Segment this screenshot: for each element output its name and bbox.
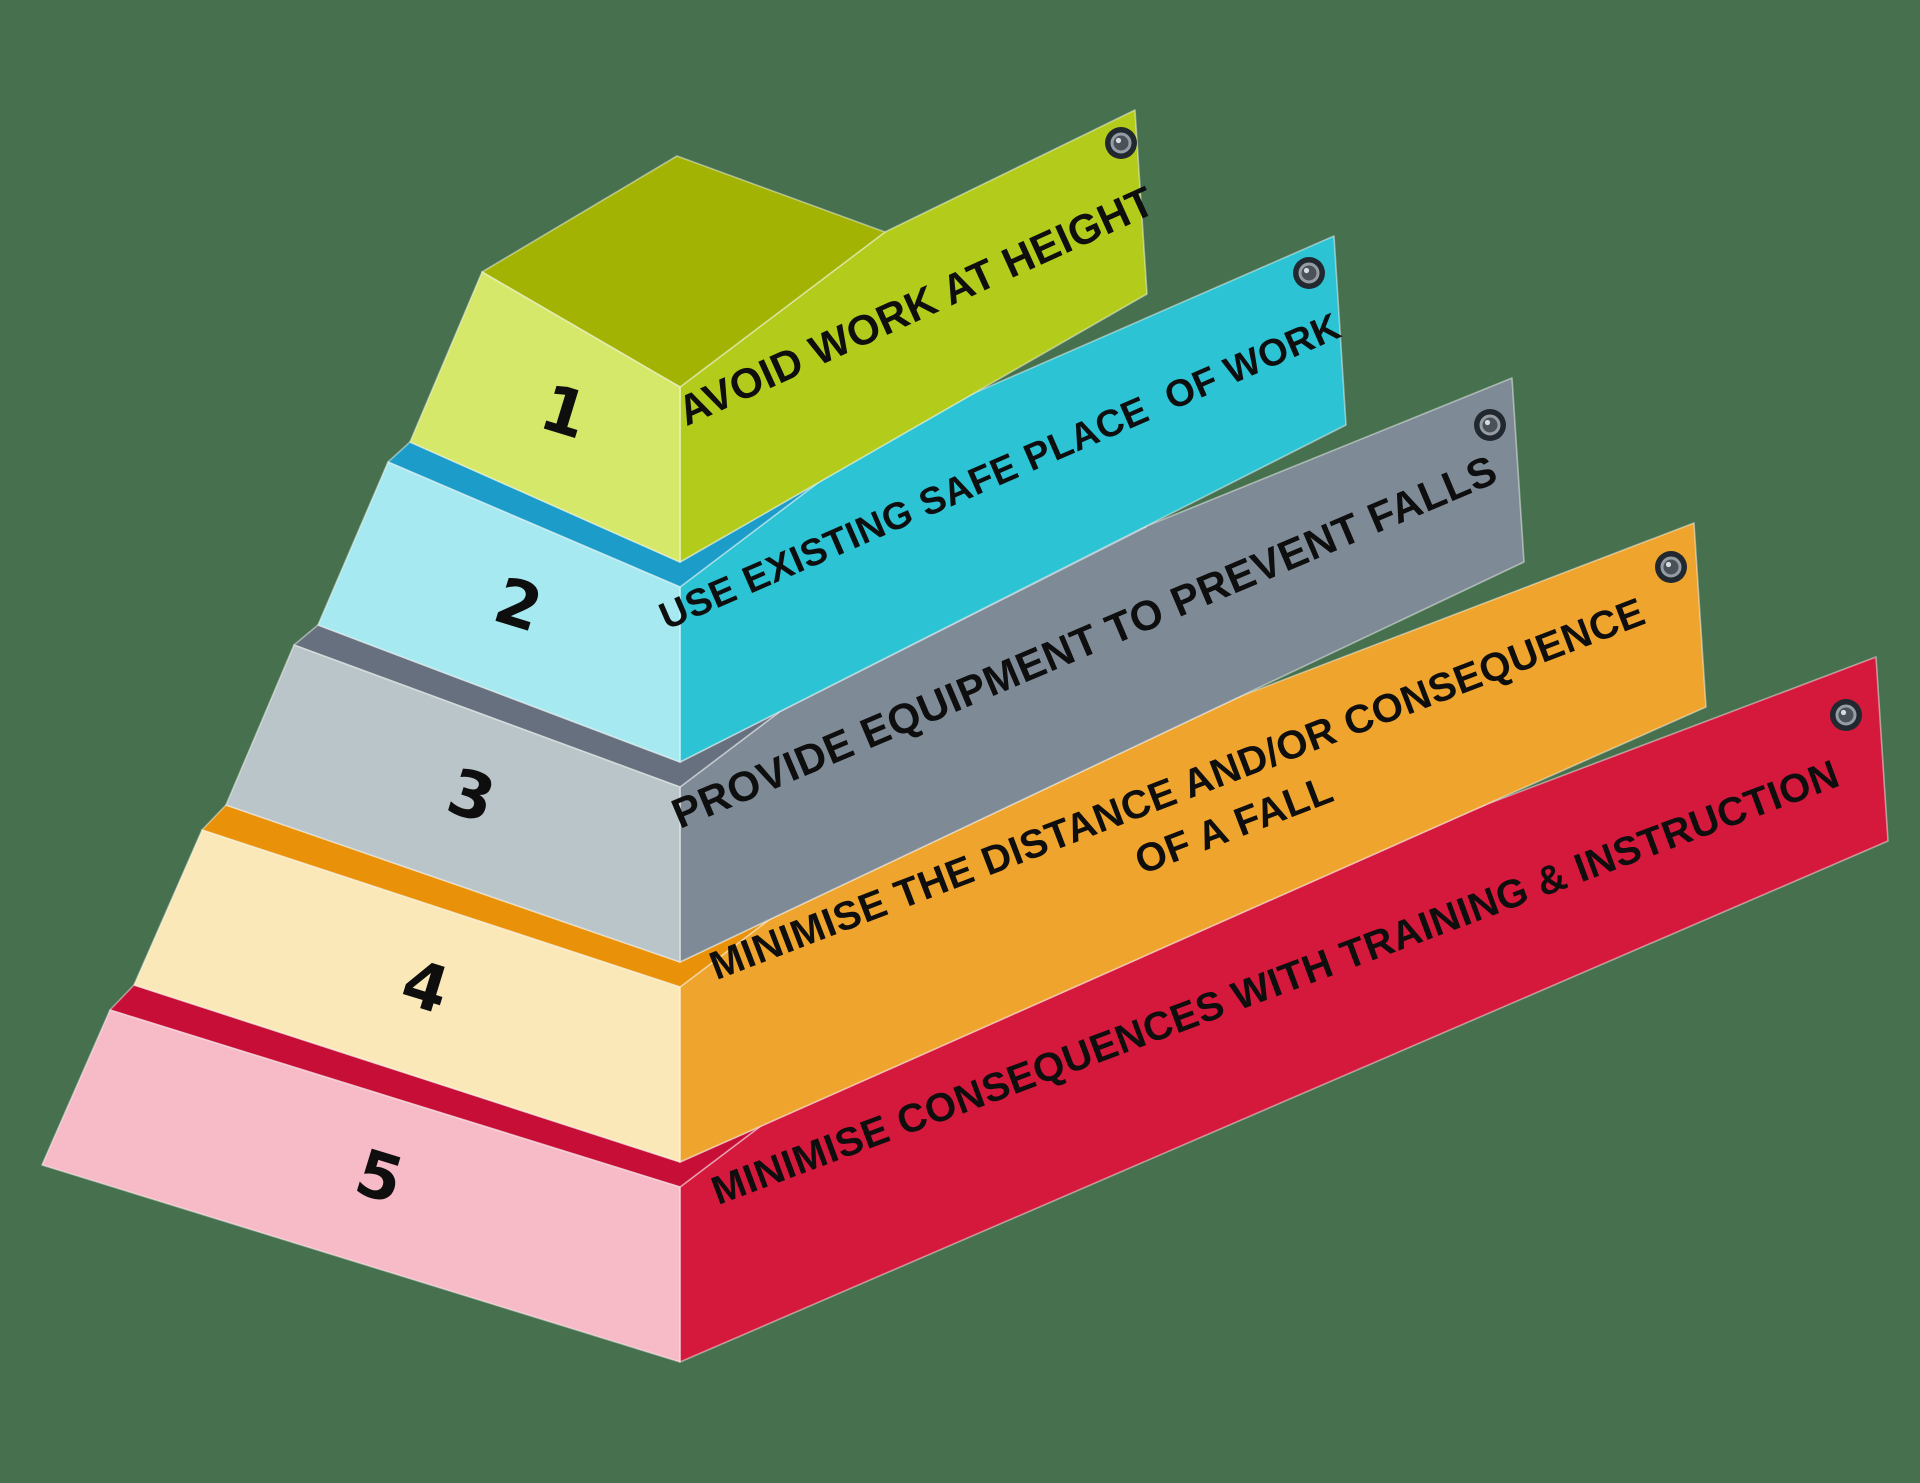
- level-2-left-face: [317, 461, 681, 763]
- level-2-screw-icon: [1291, 255, 1327, 291]
- level-4-left-face: [133, 829, 681, 1163]
- level-1-screw-icon: [1103, 125, 1139, 161]
- level-3-screw-icon: [1472, 407, 1508, 443]
- level-3-group: [225, 377, 1525, 963]
- level-1-left-face: [409, 271, 681, 563]
- level-3-left-face: [225, 644, 681, 963]
- level-5-screw-icon: [1828, 697, 1864, 733]
- level-1-group: [409, 109, 1148, 563]
- level-5-left-face: [41, 1009, 681, 1363]
- level-1-top-face: [481, 155, 886, 388]
- level-4-screw-icon: [1653, 549, 1689, 585]
